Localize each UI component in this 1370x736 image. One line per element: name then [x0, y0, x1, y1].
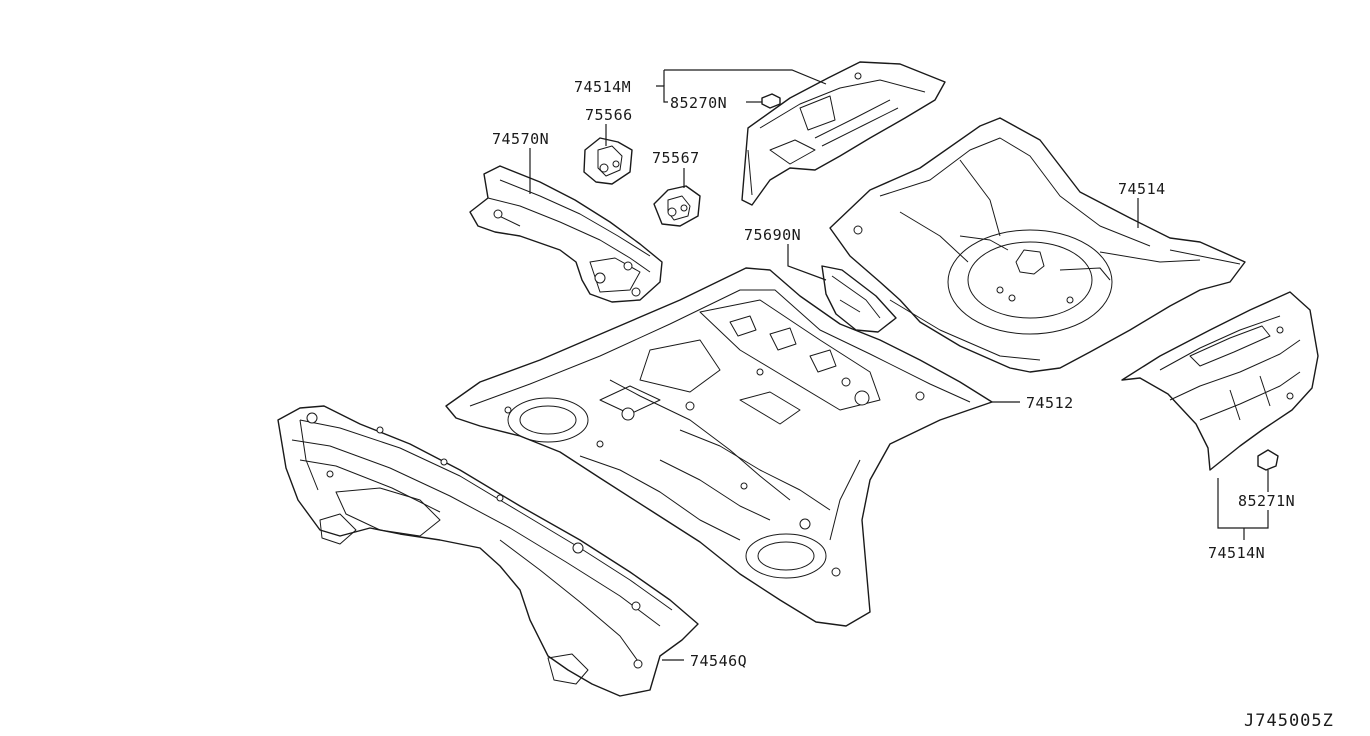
part-75566-bracket [583, 137, 633, 185]
label-75566: 75566 [585, 106, 633, 124]
part-74546q-side-member [277, 405, 699, 697]
label-74514n: 74514N [1208, 544, 1265, 562]
part-74514-rear-floor [829, 117, 1246, 373]
label-75690n: 75690N [744, 226, 801, 244]
label-74512: 74512 [1026, 394, 1074, 412]
part-75690n-panel [821, 265, 897, 333]
label-74514: 74514 [1118, 180, 1166, 198]
label-74546q: 74546Q [690, 652, 747, 670]
leader-lines [529, 69, 1269, 661]
part-74514n-side-panel [1121, 291, 1319, 471]
label-75567: 75567 [652, 149, 700, 167]
part-75567-bracket [653, 185, 701, 227]
label-85270n: 85270N [670, 94, 727, 112]
label-74514m: 74514M [574, 78, 631, 96]
label-74570n: 74570N [492, 130, 549, 148]
part-74570n-crossmember [469, 165, 663, 303]
part-85271n-clip [1257, 449, 1279, 471]
diagram-code: J745005Z [1244, 711, 1334, 731]
label-85271n: 85271N [1238, 492, 1295, 510]
part-74512-front-floor [445, 267, 993, 627]
part-74514m [741, 61, 946, 206]
part-85270n-clip [761, 93, 781, 109]
